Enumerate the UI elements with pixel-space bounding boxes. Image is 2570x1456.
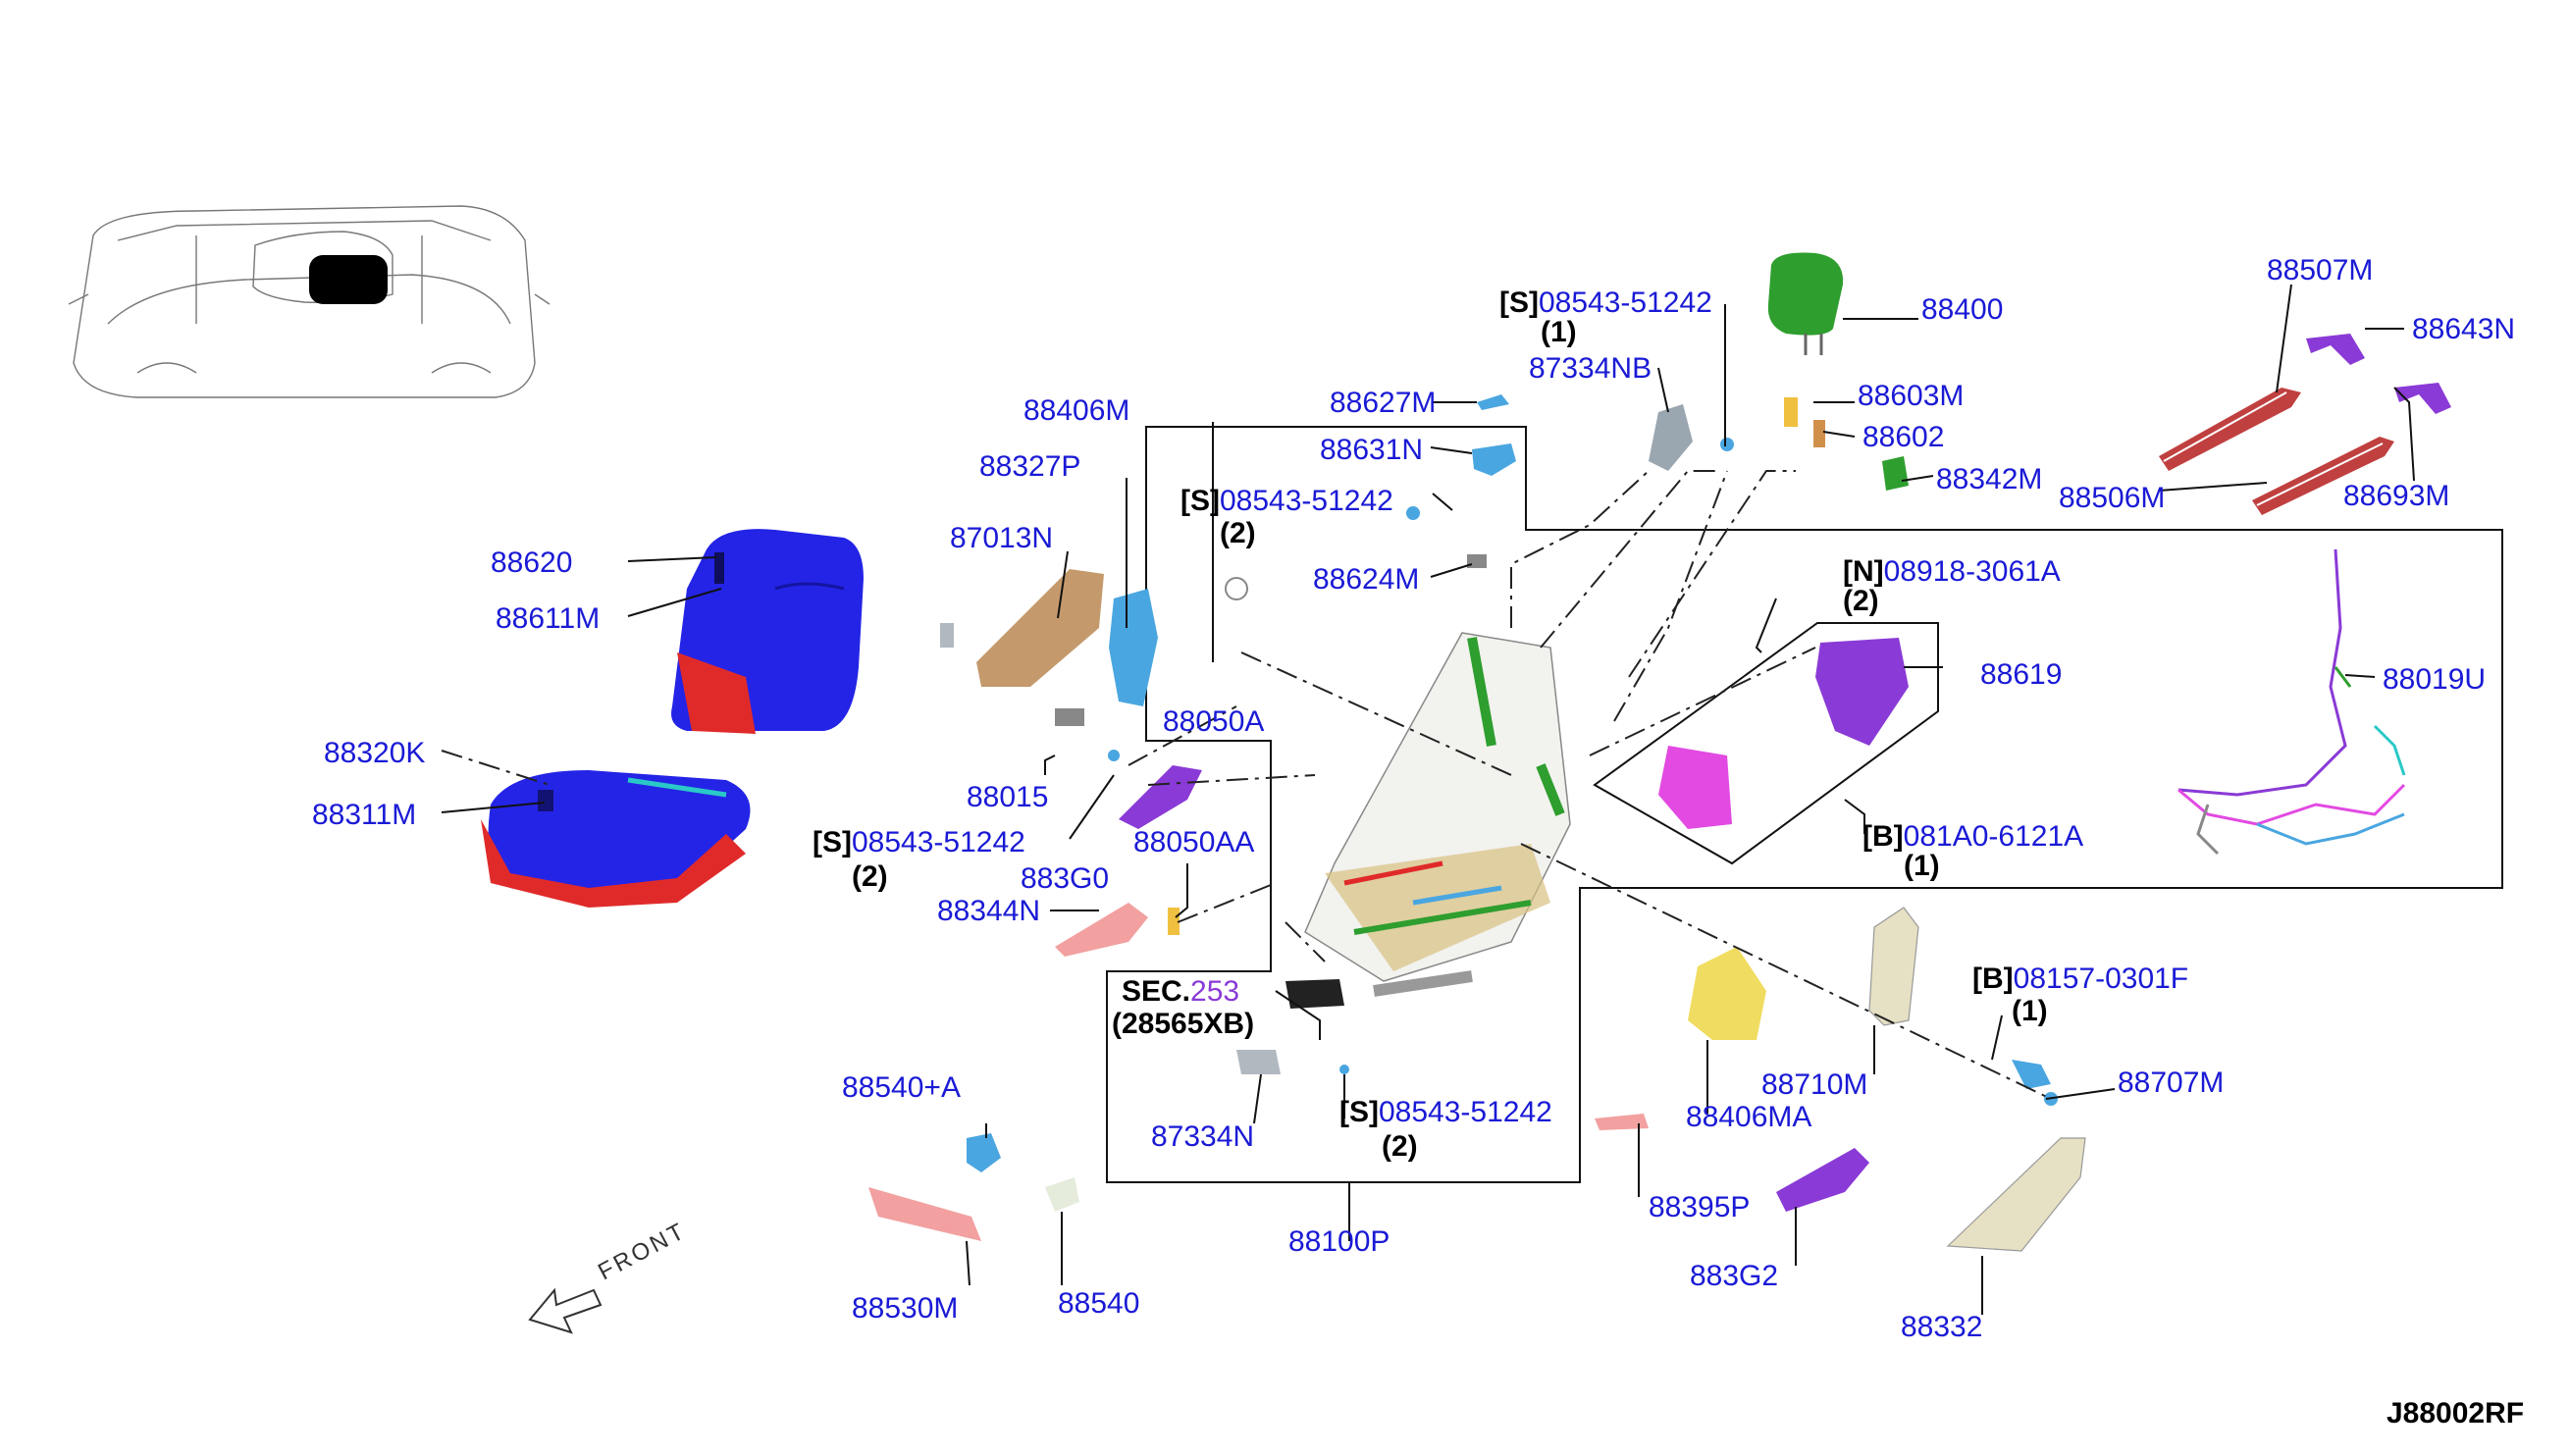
lumbar-parts: [1055, 708, 1202, 957]
label-88344N: 88344N: [937, 895, 1040, 927]
label-88019U: 88019U: [2383, 663, 2486, 696]
fastener-b2: [B]08157-0301F (1): [1972, 962, 2188, 1027]
label-88332: 88332: [1901, 1311, 1982, 1343]
wire-harness: [2177, 548, 2406, 856]
assembly-frames: [1106, 426, 2503, 1183]
label-88603M: 88603M: [1858, 380, 1964, 412]
headrest: [1767, 252, 1844, 355]
svg-text:[B]081A0-6121A: [B]081A0-6121A: [1862, 820, 2083, 853]
svg-text:(1): (1): [1904, 850, 1940, 882]
small-parts-top: [1406, 394, 1909, 568]
label-88400: 88400: [1921, 293, 2003, 326]
label-88100P: 88100P: [1288, 1225, 1390, 1258]
rail-brackets: [2306, 334, 2451, 414]
label-88620: 88620: [491, 546, 572, 579]
label-88540A: 88540+A: [842, 1071, 961, 1104]
front-label: FRONT: [594, 1218, 691, 1286]
label-88320K: 88320K: [324, 737, 425, 769]
label-88311M: 88311M: [312, 799, 416, 831]
side-shield: [1595, 907, 2086, 1252]
label-88619: 88619: [1980, 658, 2062, 691]
seat-frame: [1304, 632, 1571, 997]
label-88342M: 88342M: [1936, 463, 2042, 495]
label-88643N: 88643N: [2412, 313, 2515, 345]
label-88406M: 88406M: [1023, 394, 1129, 427]
fastener-s3: [S]08543-51242 (2): [813, 826, 1025, 893]
label-88050A: 88050A: [1163, 705, 1264, 738]
label-883G2: 883G2: [1690, 1260, 1778, 1292]
fastener-s4: [S]08543-51242 (2): [1339, 1096, 1552, 1163]
label-88530M: 88530M: [852, 1292, 958, 1325]
front-arrow: FRONT: [528, 1218, 691, 1334]
label-88693M: 88693M: [2343, 480, 2449, 512]
part-labels: 88620 88611M 88320K 88311M 87013N 88327P…: [312, 254, 2515, 1343]
label-88602: 88602: [1862, 421, 1944, 453]
seat-cushion-pad: [481, 770, 751, 908]
svg-text:(28565XB): (28565XB): [1112, 1008, 1254, 1040]
label-88507M: 88507M: [2267, 254, 2373, 286]
label-88631N: 88631N: [1320, 434, 1423, 466]
label-87334NB: 87334NB: [1529, 352, 1652, 385]
fastener-n1: [N]08918-3061A (2): [1843, 555, 2061, 617]
fastener-s2: [S]08543-51242 (2): [1180, 485, 1393, 549]
recliner-lever: [1109, 577, 1248, 706]
label-87013N: 87013N: [950, 522, 1053, 554]
label-88015: 88015: [967, 781, 1048, 813]
svg-text:(1): (1): [2012, 995, 2048, 1027]
svg-text:(2): (2): [1843, 585, 1879, 617]
diagram-code: J88002RF: [2386, 1397, 2524, 1430]
svg-text:SEC.253: SEC.253: [1122, 975, 1239, 1008]
svg-text:[N]08918-3061A: [N]08918-3061A: [1843, 555, 2061, 588]
label-883G0: 883G0: [1021, 862, 1109, 895]
svg-text:(2): (2): [852, 860, 888, 893]
slide-rails: [2159, 388, 2394, 515]
svg-text:[S]08543-51242: [S]08543-51242: [1180, 485, 1393, 517]
control-unit: [1236, 979, 1349, 1074]
label-87334N: 87334N: [1151, 1120, 1254, 1153]
shield-outer: [940, 569, 1104, 687]
headrest-guides: [1784, 397, 1825, 447]
label-88540: 88540: [1058, 1287, 1139, 1320]
svg-text:[B]08157-0301F: [B]08157-0301F: [1972, 962, 2188, 995]
label-88627M: 88627M: [1330, 387, 1436, 419]
label-88707M: 88707M: [2118, 1066, 2224, 1099]
fastener-s1: [S]08543-51242 (1): [1499, 286, 1712, 348]
leader-lines: [441, 284, 2415, 1315]
assembly-lines: [1128, 470, 2052, 1100]
label-88395P: 88395P: [1649, 1191, 1750, 1223]
back-panel: [1658, 638, 1909, 829]
fastener-callouts: [S]08543-51242 (1) [S]08543-51242 (2) [S…: [813, 286, 2188, 1163]
vehicle-locator: [68, 205, 551, 398]
svg-text:(2): (2): [1220, 517, 1256, 549]
svg-text:[S]08543-51242: [S]08543-51242: [813, 826, 1025, 858]
seat-location-marker: [309, 255, 388, 304]
fastener-b1: [B]081A0-6121A (1): [1862, 820, 2083, 882]
label-88050AA: 88050AA: [1133, 826, 1254, 858]
switch-parts: [868, 1133, 1079, 1241]
section-reference: SEC.253 (28565XB): [1112, 975, 1254, 1040]
svg-text:[S]08543-51242: [S]08543-51242: [1339, 1096, 1552, 1128]
svg-text:(1): (1): [1541, 316, 1577, 348]
label-88611M: 88611M: [496, 602, 600, 635]
svg-text:[S]08543-51242: [S]08543-51242: [1499, 286, 1712, 319]
label-88624M: 88624M: [1313, 563, 1419, 596]
label-88327P: 88327P: [979, 450, 1080, 483]
label-88506M: 88506M: [2059, 482, 2165, 514]
svg-text:(2): (2): [1382, 1130, 1418, 1163]
label-88406MA: 88406MA: [1686, 1101, 1811, 1133]
label-88710M: 88710M: [1761, 1068, 1867, 1101]
seatback-pad: [671, 529, 864, 734]
